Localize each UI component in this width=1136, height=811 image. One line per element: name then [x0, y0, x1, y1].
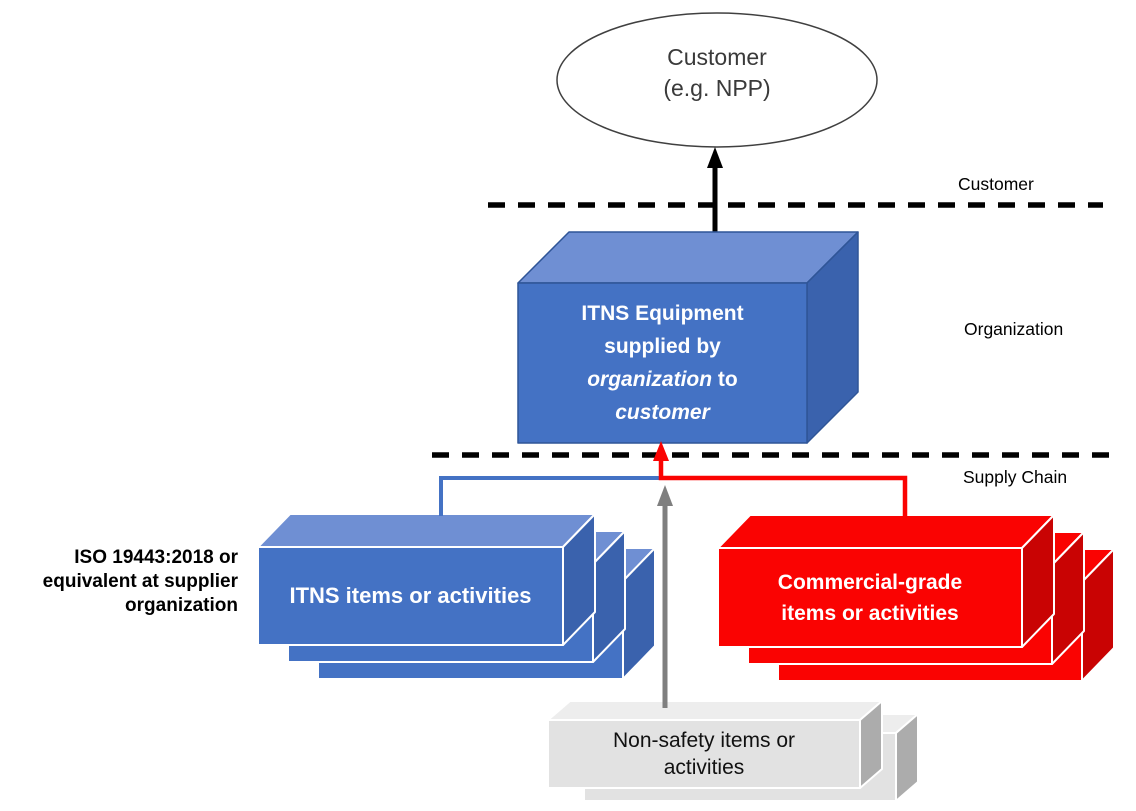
main-box-label: ITNS Equipment supplied by organization … — [518, 283, 807, 443]
non-safety-stack-box1-top-face — [547, 700, 883, 721]
commercial-stack-line1: Commercial-grade — [777, 570, 963, 594]
non-safety-stack-label: Non-safety items or activities — [548, 720, 860, 788]
iso-note: ISO 19443:2018 or equivalent at supplier… — [0, 546, 238, 618]
black-arrow-head — [707, 147, 723, 168]
zone-label-organization: Organization — [964, 319, 1064, 339]
main-box-line3-rest: to — [717, 368, 738, 391]
gray-arrow-head — [657, 485, 673, 506]
gray-arrow-from-non-safety — [657, 485, 673, 708]
iso-note-line2: equivalent at supplier — [42, 571, 238, 592]
commercial-stack-box1-top-face — [717, 514, 1055, 549]
main-box-line2: supplied by — [604, 335, 721, 358]
commercial-stack — [717, 514, 1115, 682]
black-arrow-to-customer — [707, 147, 723, 232]
main-box-top-face — [517, 231, 859, 284]
main-box-line3-italic: organization — [587, 368, 713, 391]
non-safety-stack — [547, 700, 919, 802]
main-box-line1: ITNS Equipment — [581, 302, 744, 325]
zone-label-customer: Customer — [958, 174, 1034, 194]
commercial-stack-line2: items or activities — [781, 601, 959, 625]
red-arrow-head — [653, 441, 669, 461]
customer-ellipse-label: Customer (e.g. NPP) — [557, 42, 877, 104]
zone-label-supply-chain: Supply Chain — [963, 467, 1068, 487]
main-box-line3: organization to — [587, 363, 738, 396]
customer-ellipse-line2: (e.g. NPP) — [663, 75, 771, 101]
main-box — [517, 231, 859, 444]
main-box-front-face — [517, 282, 808, 444]
non-safety-stack-line1: Non-safety items or — [612, 729, 796, 752]
blue-connector-line — [439, 476, 661, 516]
non-safety-stack-box1-front-face — [547, 719, 861, 789]
non-safety-stack-line2: activities — [663, 756, 745, 779]
iso-note-line1: ISO 19443:2018 or — [74, 547, 238, 568]
commercial-stack-label: Commercial-grade items or activities — [718, 548, 1022, 647]
main-box-line4-italic: customer — [615, 401, 710, 424]
itns-stack-box1-front-face — [257, 546, 564, 646]
main-box-line4: customer — [615, 396, 710, 429]
itns-stack-box1-top-face — [257, 513, 596, 548]
iso-note-line3: organization — [125, 595, 238, 616]
red-connector-line — [658, 452, 908, 516]
itns-stack-label: ITNS items or activities — [289, 583, 532, 608]
red-arrow-to-main-box — [653, 441, 908, 516]
itns-stack — [257, 513, 656, 680]
customer-ellipse-line1: Customer — [667, 44, 767, 70]
customer-ellipse — [556, 12, 878, 148]
commercial-stack-box1-front-face — [717, 547, 1023, 648]
